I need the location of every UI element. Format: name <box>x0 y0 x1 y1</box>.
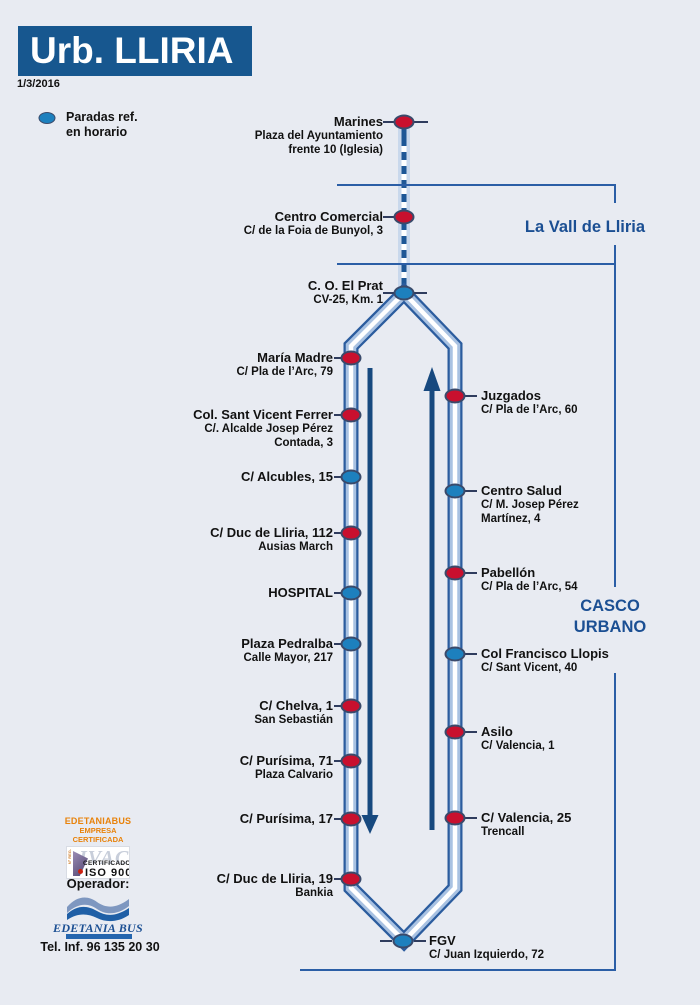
region-label-la-vall-de-lliria: La Vall de Lliria <box>524 218 646 236</box>
cert-iso-label: ISO 9001 <box>78 867 129 878</box>
stop-label-purisima-17: C/ Purísima, 17 <box>239 811 333 826</box>
ivac-watermark: IVAC <box>79 847 130 869</box>
stop-label-plaza-pedralba: Plaza Pedralba Calle Mayor, 217 <box>241 636 333 664</box>
stop-label-valencia-25: C/ Valencia, 25 Trencall <box>481 810 572 838</box>
legend-text: Paradas ref. en horario <box>66 110 138 139</box>
bracket-lines <box>300 184 616 971</box>
stop-dot-maria-madre <box>340 350 362 366</box>
stop-dot-valencia-25 <box>444 810 466 826</box>
cert-company-subtitle: EMPRESA CERTIFICADA <box>72 826 124 844</box>
cert-certificado-label: CERTIFICADO <box>83 860 130 867</box>
stop-label-pabellon: Pabellón C/ Pla de l’Arc, 54 <box>481 565 578 593</box>
stop-dot-plaza-pedralba <box>340 636 362 652</box>
page-title: Urb. LLIRIA <box>18 26 252 76</box>
stop-dot-purisima-17 <box>340 811 362 827</box>
stop-dot-fgv <box>392 933 414 949</box>
stop-label-centro-salud: Centro Salud C/ M. Josep Pérez Martínez,… <box>481 483 579 525</box>
stop-label-marines: Marines Plaza del Ayuntamiento frente 10… <box>254 114 383 156</box>
stop-label-chelva: C/ Chelva, 1 San Sebastián <box>254 698 333 726</box>
stop-dot-centro-comercial <box>393 209 415 225</box>
stop-dot-juzgados <box>444 388 466 404</box>
stop-label-duc-de-lliria-19: C/ Duc de Lliria, 19 Bankia <box>216 871 333 899</box>
stop-dot-centro-salud <box>444 483 466 499</box>
date-label: 1/3/2016 <box>17 78 60 90</box>
stop-label-duc-de-lliria-112: C/ Duc de Lliria, 112 Ausias March <box>210 525 333 553</box>
stop-label-francisco-llopis: Col Francisco Llopis C/ Sant Vicent, 40 <box>481 646 609 674</box>
stop-label-centro-comercial: Centro Comercial C/ de la Foia de Bunyol… <box>243 209 383 237</box>
stop-label-asilo: Asilo C/ Valencia, 1 <box>481 724 555 752</box>
up-direction-arrow <box>423 367 441 830</box>
down-direction-arrow <box>361 368 379 834</box>
stop-dot-sant-vicent-ferrer <box>340 407 362 423</box>
stop-dot-duc-de-lliria-112 <box>340 525 362 541</box>
stop-dot-hospital <box>340 585 362 601</box>
operator-label: Operador: <box>66 876 130 891</box>
stop-label-juzgados: Juzgados C/ Pla de l’Arc, 60 <box>481 388 578 416</box>
phone-info: Tel. Inf. 96 135 20 30 <box>40 940 160 954</box>
stop-dot-purisima-71 <box>340 753 362 769</box>
stop-dot-pabellon <box>444 565 466 581</box>
stop-dot-chelva <box>340 698 362 714</box>
stop-label-fgv: FGV C/ Juan Izquierdo, 72 <box>429 933 545 961</box>
region-label-casco-urbano: CASCO URBANO <box>573 597 647 636</box>
cert-red-dot-icon <box>78 869 83 874</box>
iso-certificate-logo: Nº REG. IVAC CERTIFICADO ISO 9001 <box>66 846 130 879</box>
stop-label-sant-vicent-ferrer: Col. Sant Vicent Ferrer C/. Alcalde Jose… <box>193 407 333 449</box>
stop-label-maria-madre: María Madre C/ Pla de l’Arc, 79 <box>236 350 333 378</box>
stop-label-alcubles: C/ Alcubles, 15 <box>241 469 333 484</box>
stop-dot-marines <box>393 114 415 130</box>
edetania-bus-logo-icon <box>67 897 129 922</box>
operator-name: EDETANIA BUS <box>53 921 143 935</box>
stop-label-hospital: HOSPITAL <box>268 585 333 600</box>
cert-company-name: EDETANIABUS <box>64 816 132 826</box>
logo-underline-bar <box>66 934 132 939</box>
stop-dot-asilo <box>444 724 466 740</box>
cert-registration-vertical-text: Nº REG. <box>67 849 72 865</box>
stop-dot-alcubles <box>340 469 362 485</box>
stop-dot-francisco-llopis <box>444 646 466 662</box>
stop-dot-el-prat <box>393 285 415 301</box>
stop-label-el-prat: C. O. El Prat CV-25, Km. 1 <box>307 278 383 306</box>
certification-block: EDETANIABUS EMPRESA CERTIFICADA Nº REG. … <box>56 816 140 879</box>
stop-label-purisima-71: C/ Purísima, 71 Plaza Calvario <box>239 753 333 781</box>
legend-ref-stop-icon <box>38 112 56 124</box>
stop-dot-duc-de-lliria-19 <box>340 871 362 887</box>
